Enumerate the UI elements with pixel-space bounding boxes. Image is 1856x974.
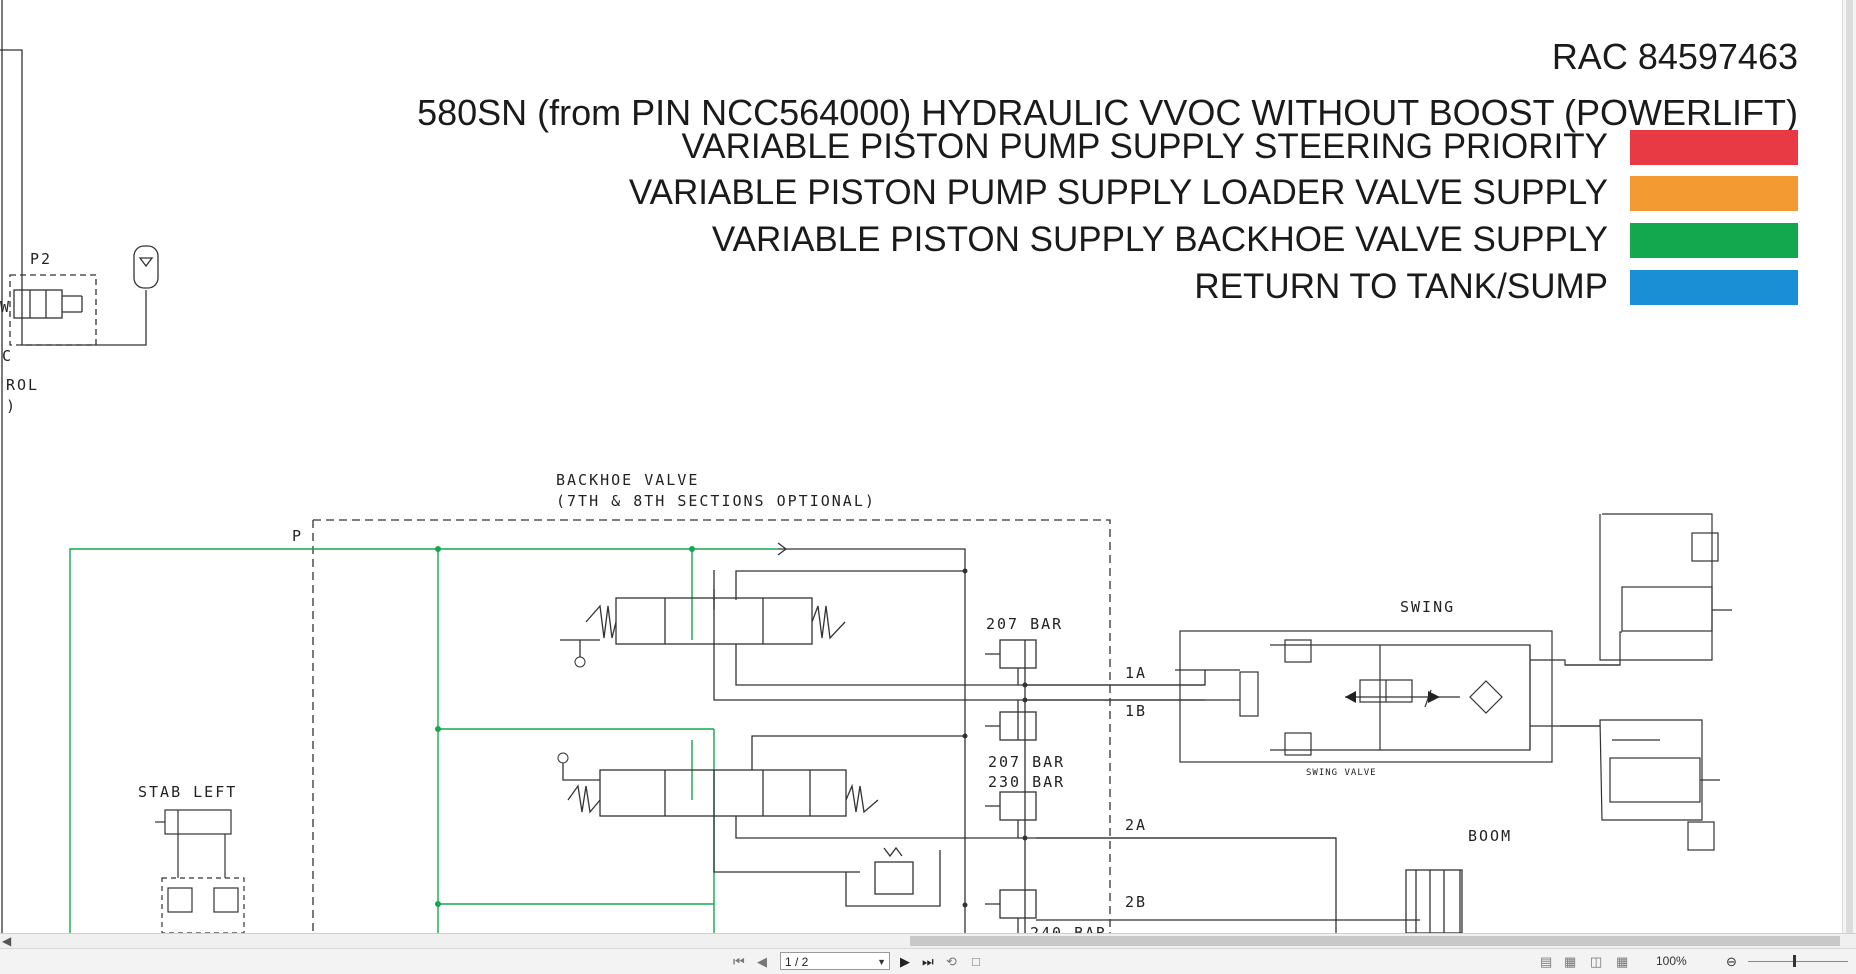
swing-valve-label: SWING VALVE	[1306, 768, 1377, 778]
horizontal-scroll-thumb[interactable]	[910, 936, 1840, 946]
prev-page-icon[interactable]: ◀	[757, 953, 767, 969]
legend-swatch-blue	[1630, 269, 1798, 305]
rotate-icon[interactable]: ⟲	[946, 953, 957, 969]
legend-label: VARIABLE PISTON PUMP SUPPLY STEERING PRI…	[681, 127, 1608, 166]
swing-label: SWING	[1400, 598, 1455, 616]
document-title: 580SN (from PIN NCC564000) HYDRAULIC VVO…	[417, 92, 1798, 133]
label-c: C	[2, 347, 13, 365]
horizontal-scrollbar[interactable]: ◀	[0, 933, 1856, 949]
single-page-icon[interactable]: ▤	[1540, 953, 1553, 969]
page-indicator: 1 / 2	[785, 955, 809, 969]
boom-label: BOOM	[1468, 827, 1512, 845]
legend-row-loader: VARIABLE PISTON PUMP SUPPLY LOADER VALVE…	[628, 173, 1798, 212]
port-2b: 2B	[1125, 893, 1147, 911]
backhoe-valve-boundary	[312, 519, 1111, 933]
legend-row-return: RETURN TO TANK/SUMP	[1194, 267, 1798, 306]
continuous-icon[interactable]: ▦	[1564, 953, 1577, 969]
legend-label: RETURN TO TANK/SUMP	[1194, 267, 1608, 306]
two-page-continuous-icon[interactable]: ▦	[1616, 953, 1629, 969]
viewer-toolbar: ⏮ ◀ 1 / 2 ▼ ▶ ⏭ ⟲ □ ▤ ▦ ◫ ▦ 100% ⊖	[0, 948, 1856, 974]
document-code: RAC 84597463	[1551, 36, 1798, 77]
backhoe-circuit	[560, 542, 1337, 933]
label-w: W	[0, 298, 11, 316]
hydraulic-schematic: P2 C ROL ) W BACKHOE VALVE (7TH & 8TH SE…	[0, 0, 1732, 933]
scroll-left-icon[interactable]: ◀	[2, 934, 12, 948]
backhoe-supply-lines	[69, 548, 778, 933]
legend-swatch-orange	[1630, 175, 1798, 211]
label-rol: ROL	[6, 376, 39, 394]
legend-row-steering: VARIABLE PISTON PUMP SUPPLY STEERING PRI…	[681, 127, 1798, 166]
first-page-icon[interactable]: ⏮	[733, 953, 745, 969]
swing-valve	[1179, 630, 1620, 763]
legend-swatch-green	[1630, 222, 1798, 258]
legend-label: VARIABLE PISTON PUMP SUPPLY LOADER VALVE…	[628, 173, 1608, 212]
accumulator-icon	[133, 245, 159, 289]
port-p-label: P	[292, 527, 303, 545]
label-paren: )	[6, 397, 17, 415]
legend-label: VARIABLE PISTON SUPPLY BACKHOE VALVE SUP…	[711, 220, 1608, 259]
stab-left-label: STAB LEFT	[138, 783, 237, 801]
chevron-down-icon[interactable]: ▼	[877, 957, 886, 967]
control-valve-box	[9, 274, 97, 346]
vertical-scroll-thumb[interactable]	[1846, 0, 1853, 933]
label-p2: P2	[30, 250, 52, 268]
legend-row-backhoe: VARIABLE PISTON SUPPLY BACKHOE VALVE SUP…	[711, 220, 1798, 259]
relief-label-3: 230 BAR	[988, 773, 1065, 791]
backhoe-valve-subtitle: (7TH & 8TH SECTIONS OPTIONAL)	[556, 492, 876, 510]
zoom-slider[interactable]	[1748, 955, 1848, 967]
relief-label-4: 240 BAR	[1030, 924, 1107, 933]
vertical-scrollbar[interactable]	[1842, 0, 1856, 933]
document-viewport[interactable]: RAC 84597463 580SN (from PIN NCC564000) …	[0, 0, 1856, 933]
last-page-icon[interactable]: ⏭	[922, 953, 934, 969]
relief-label-1: 207 BAR	[986, 615, 1063, 633]
zoom-slider-knob[interactable]	[1793, 955, 1796, 967]
relief-label-2: 207 BAR	[988, 753, 1065, 771]
pilot-line	[0, 49, 147, 346]
two-page-icon[interactable]: ◫	[1590, 953, 1603, 969]
page-number-field[interactable]: 1 / 2 ▼	[780, 952, 890, 970]
backhoe-valve-title: BACKHOE VALVE	[556, 471, 699, 489]
fit-icon[interactable]: □	[972, 954, 980, 969]
swing-cylinders	[1560, 513, 1732, 851]
solenoid-valve	[13, 289, 63, 319]
zoom-out-icon[interactable]: ⊖	[1726, 953, 1737, 969]
zoom-level[interactable]: 100%	[1656, 954, 1687, 968]
port-2a: 2A	[1125, 816, 1147, 834]
next-page-icon[interactable]: ▶	[900, 953, 910, 969]
port-1b: 1B	[1125, 702, 1147, 720]
port-1a: 1A	[1125, 664, 1147, 682]
legend-swatch-red	[1630, 129, 1798, 165]
stab-left-cylinder	[155, 809, 245, 933]
